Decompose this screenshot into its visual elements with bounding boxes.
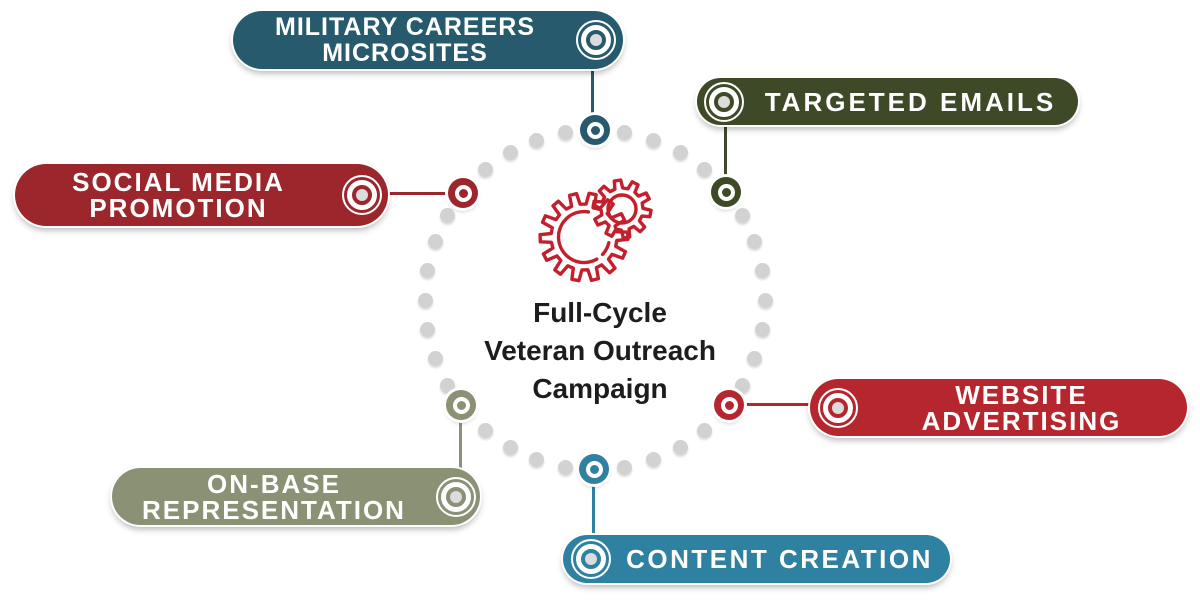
ring-dot — [502, 439, 518, 455]
pill-label-line: ON-BASE — [207, 468, 341, 499]
ring-dot — [734, 207, 750, 223]
pill-label-line: WEBSITE — [955, 379, 1088, 410]
ring-dot — [617, 459, 633, 475]
bullseye-icon — [342, 175, 382, 215]
ring-dot — [417, 292, 433, 308]
ring-node — [714, 390, 744, 420]
pill-label-line: SOCIAL MEDIA — [72, 167, 285, 197]
pill-label-line: TARGETED EMAILS — [764, 86, 1057, 117]
ring-node — [448, 178, 478, 208]
pill-label-line: CONTENT CREATION — [626, 544, 933, 574]
ring-dot — [427, 234, 443, 250]
pill-content-creation: CONTENT CREATION — [563, 535, 950, 583]
ring-dot — [757, 292, 773, 308]
pill-label: SOCIAL MEDIA PROMOTION — [15, 169, 342, 221]
connector-line — [729, 403, 814, 406]
ring-node — [580, 115, 610, 145]
bullseye-icon — [436, 476, 476, 517]
ring-node — [711, 177, 741, 207]
bullseye-icon — [576, 20, 616, 60]
ring-node-dot — [720, 396, 738, 414]
gears-icon — [538, 178, 653, 283]
pill-social-media-promotion: SOCIAL MEDIA PROMOTION — [15, 164, 388, 226]
pill-targeted-emails: TARGETED EMAILS — [697, 78, 1078, 125]
pill-label: WEBSITE ADVERTISING — [856, 382, 1187, 434]
ring-node-dot — [585, 460, 603, 478]
connector-line — [591, 67, 594, 130]
ring-dot — [672, 439, 688, 455]
ring-dot — [502, 145, 518, 161]
connector-line — [459, 405, 462, 468]
ring-node — [579, 454, 609, 484]
ring-dot — [617, 125, 633, 141]
title-line: Campaign — [532, 373, 668, 404]
pill-label-line: REPRESENTATION — [142, 494, 406, 525]
ring-node-dot — [586, 121, 604, 139]
pill-label-line: MILITARY CAREERS — [275, 13, 535, 41]
pill-label: TARGETED EMAILS — [743, 89, 1078, 115]
ring-dot — [557, 459, 573, 475]
ring-dot — [478, 422, 494, 438]
title-line: Veteran Outreach — [484, 335, 716, 366]
ring-dot — [696, 162, 712, 178]
pill-label-line: ADVERTISING — [921, 405, 1122, 436]
pill-label: MILITARY CAREERS MICROSITES — [233, 14, 577, 66]
title-line: Full-Cycle — [533, 297, 667, 328]
ring-dot — [747, 350, 763, 366]
ring-dot — [747, 234, 763, 250]
connector-line — [380, 192, 463, 195]
ring-dot — [645, 452, 661, 468]
bullseye-icon — [704, 81, 744, 122]
pill-on-base-representation: ON-BASE REPRESENTATION — [112, 468, 480, 525]
ring-dot — [529, 452, 545, 468]
diagram-title: Full-Cycle Veteran Outreach Campaign — [430, 294, 770, 408]
pill-military-careers-microsites: MILITARY CAREERS MICROSITES — [233, 11, 623, 69]
ring-dot — [420, 322, 436, 338]
pill-label: CONTENT CREATION — [609, 546, 950, 572]
ring-dot — [420, 262, 436, 278]
connector-line — [724, 124, 727, 192]
bullseye-icon — [571, 539, 611, 579]
ring-dot — [440, 207, 456, 223]
pill-label-line: MICROSITES — [322, 39, 488, 67]
ring-node-dot — [717, 183, 735, 201]
ring-dot — [427, 350, 443, 366]
pill-label: ON-BASE REPRESENTATION — [112, 471, 436, 523]
ring-dot — [440, 377, 456, 393]
ring-dot — [478, 162, 494, 178]
ring-node-dot — [454, 184, 472, 202]
ring-dot — [672, 145, 688, 161]
ring-dot — [754, 262, 770, 278]
ring-dot — [754, 322, 770, 338]
ring-dot — [529, 132, 545, 148]
ring-dot — [645, 132, 661, 148]
bullseye-icon — [818, 387, 858, 428]
ring-dot — [557, 125, 573, 141]
ring-dot — [696, 422, 712, 438]
ring-dot — [734, 377, 750, 393]
pill-label-line: PROMOTION — [89, 193, 268, 223]
ring-node — [446, 390, 476, 420]
pill-website-advertising: WEBSITE ADVERTISING — [810, 379, 1187, 436]
ring-node-dot — [452, 396, 470, 414]
connector-line — [592, 469, 595, 535]
